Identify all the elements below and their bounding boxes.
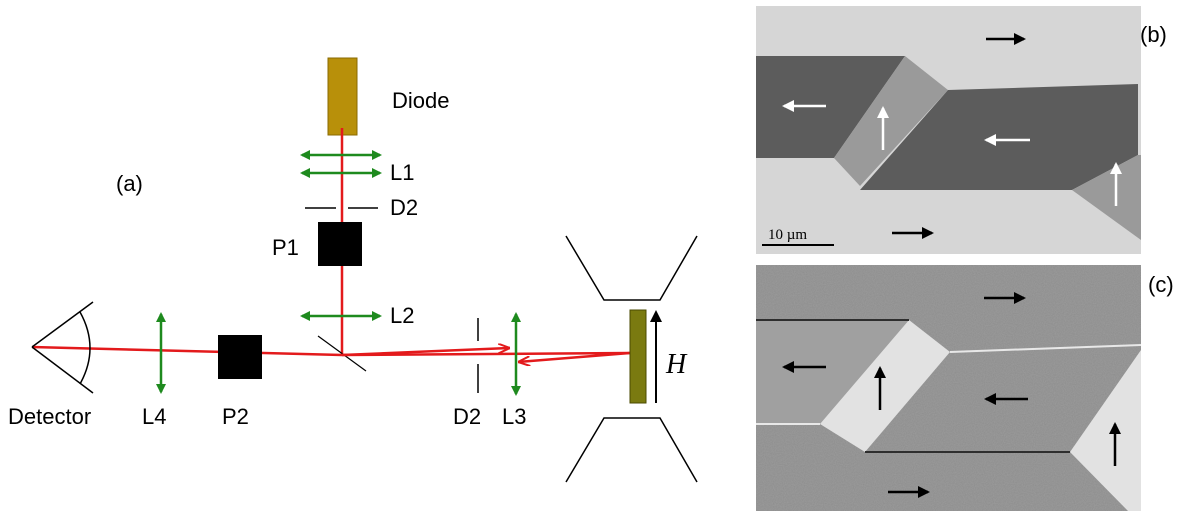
lens-l3-label: L3 — [502, 404, 526, 429]
domain-c-left — [756, 320, 909, 424]
field-label: H — [665, 349, 688, 380]
panel-b-image: 10 µm — [756, 6, 1141, 254]
domain-wall-c — [949, 344, 1142, 353]
beam-reflected-arrow — [518, 351, 631, 362]
panel-c-image — [756, 265, 1142, 511]
lens-l2-label: L2 — [390, 303, 414, 328]
magnet-pole-bottom — [565, 417, 698, 483]
polarizer-p1-label: P1 — [272, 235, 299, 260]
beam-out — [341, 351, 631, 357]
beam-return — [31, 345, 343, 357]
detector-label: Detector — [8, 404, 91, 429]
beam-forward-arrow — [341, 348, 510, 357]
diaphragm-bottom-label: D2 — [453, 404, 481, 429]
beam-splitter — [317, 335, 367, 372]
panel-a-label: (a) — [116, 171, 143, 196]
panel-c-label: (c) — [1148, 272, 1174, 297]
polarizer-p2 — [218, 335, 262, 379]
diode-source — [327, 57, 358, 136]
domain-wall-b-left — [834, 56, 948, 186]
detector-eye — [31, 301, 94, 394]
diode-label: Diode — [392, 88, 449, 113]
lens-l4-label: L4 — [142, 404, 166, 429]
magnet-pole-top — [565, 235, 698, 301]
domain-b-center-dark — [860, 84, 1138, 190]
panel-b-label: (b) — [1140, 22, 1167, 47]
panel-a-setup: (a) Diode L1 D2 P1 L2 — [8, 57, 698, 483]
lens-l1-label: L1 — [390, 160, 414, 185]
domain-b-left-dark — [756, 56, 905, 158]
lens-l1 — [300, 150, 382, 178]
diaphragm-top-label: D2 — [390, 195, 418, 220]
scale-bar-label: 10 µm — [768, 227, 807, 243]
domain-wall-b-right — [1072, 155, 1141, 240]
polarizer-p2-label: P2 — [222, 404, 249, 429]
domain-c-left-light — [820, 320, 950, 452]
polarizer-p1 — [318, 222, 362, 266]
domain-c-right-light — [1070, 350, 1141, 511]
sample — [629, 309, 647, 404]
